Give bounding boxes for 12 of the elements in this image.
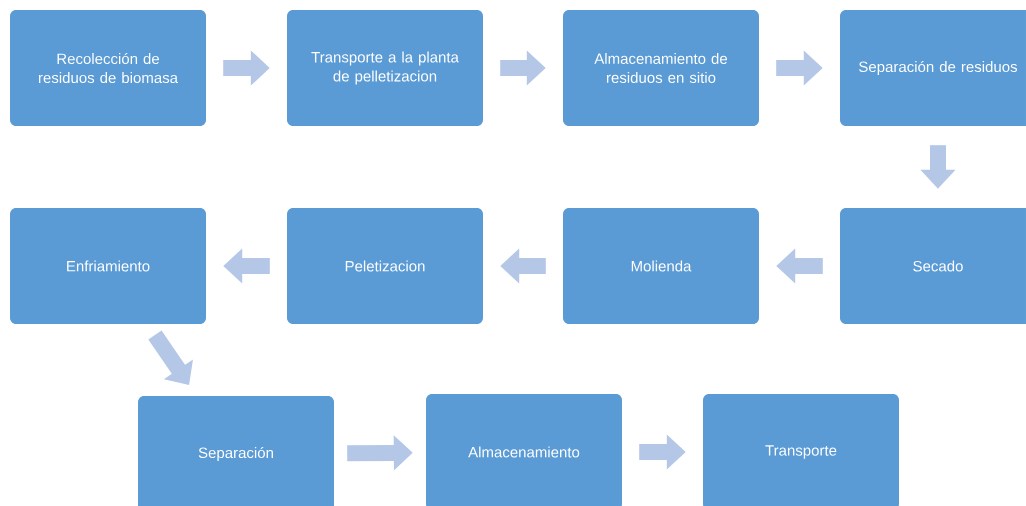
process-box: Transporte a la planta de pelletizacion (287, 10, 483, 126)
process-box: Separación de residuos (840, 10, 1026, 126)
process-box: Separación (138, 396, 334, 506)
process-box: Secado (840, 208, 1026, 324)
process-box: Transporte (703, 394, 899, 506)
block-arrow (148, 330, 193, 385)
process-box: Molienda (563, 208, 759, 324)
process-box: Almacenamiento de residuos en sitio (563, 10, 759, 126)
process-box: Enfriamiento (10, 208, 206, 324)
process-box: Recolección de residuos de biomasa (10, 10, 206, 126)
process-box: Almacenamiento (426, 394, 622, 506)
process-box: Peletizacion (287, 208, 483, 324)
